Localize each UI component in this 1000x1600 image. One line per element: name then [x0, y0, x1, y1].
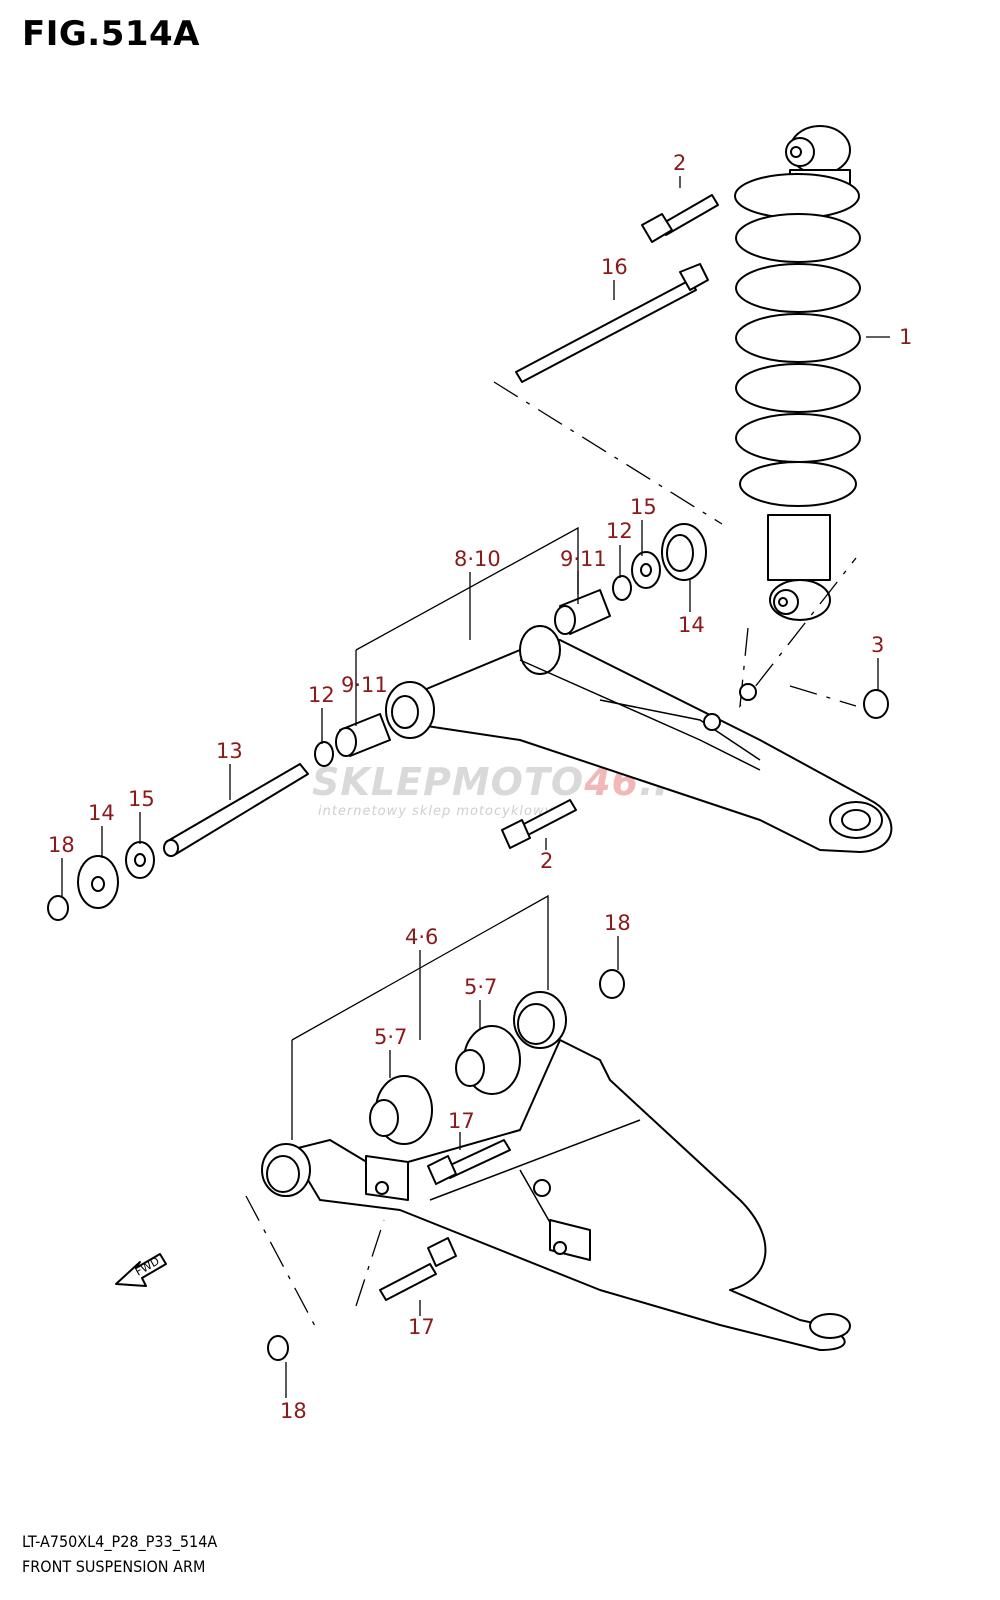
callout-16: 16 — [601, 255, 628, 279]
long-bolt — [515, 263, 709, 383]
watermark-tagline: internetowy sklep motocyklowy — [318, 804, 553, 819]
callout-1: 1 — [899, 325, 912, 349]
callout-2-upper: 2 — [673, 151, 686, 175]
callout-5-7-right: 5·7 — [464, 975, 497, 999]
callout-9-11-left: 9·11 — [341, 673, 388, 697]
callout-18-right: 18 — [604, 911, 631, 935]
figure-title: FIG.514A — [22, 14, 200, 54]
fwd-direction-arrow: FWD — [115, 1253, 167, 1287]
callout-15-right: 15 — [630, 495, 657, 519]
callout-17-upper: 17 — [448, 1109, 475, 1133]
callout-labels: 1 2 2 3 4·6 5·7 5·7 8·10 9·11 9·11 12 12… — [48, 151, 912, 1423]
callout-3: 3 — [871, 633, 884, 657]
watermark-brand-left: SKLEPMOTO — [312, 760, 584, 804]
callout-12-left: 12 — [308, 683, 335, 707]
callout-18-bottom: 18 — [280, 1399, 307, 1423]
lower-bushings — [369, 969, 625, 1145]
lower-hardware — [267, 1139, 511, 1361]
callout-14-right: 14 — [678, 613, 705, 637]
callout-12-right: 12 — [606, 519, 633, 543]
callout-8-10: 8·10 — [454, 547, 501, 571]
callout-4-6: 4·6 — [405, 925, 438, 949]
callout-15-left: 15 — [128, 787, 155, 811]
bolt-upper — [641, 194, 719, 243]
upper-bushings — [47, 523, 889, 921]
upper-arm — [385, 625, 893, 853]
callout-2-lower: 2 — [540, 849, 553, 873]
figure-name: FRONT SUSPENSION ARM — [22, 1557, 206, 1576]
callout-5-7-left: 5·7 — [374, 1025, 407, 1049]
callout-14-left: 14 — [88, 801, 115, 825]
lower-arm — [261, 991, 851, 1351]
shock-absorber — [734, 125, 861, 621]
leader-lines — [61, 176, 890, 1398]
callout-9-11-right: 9·11 — [560, 547, 607, 571]
callout-13: 13 — [216, 739, 243, 763]
callout-17-lower: 17 — [408, 1315, 435, 1339]
callout-18-left: 18 — [48, 833, 75, 857]
model-code: LT-A750XL4_P28_P33_514A — [22, 1532, 218, 1551]
